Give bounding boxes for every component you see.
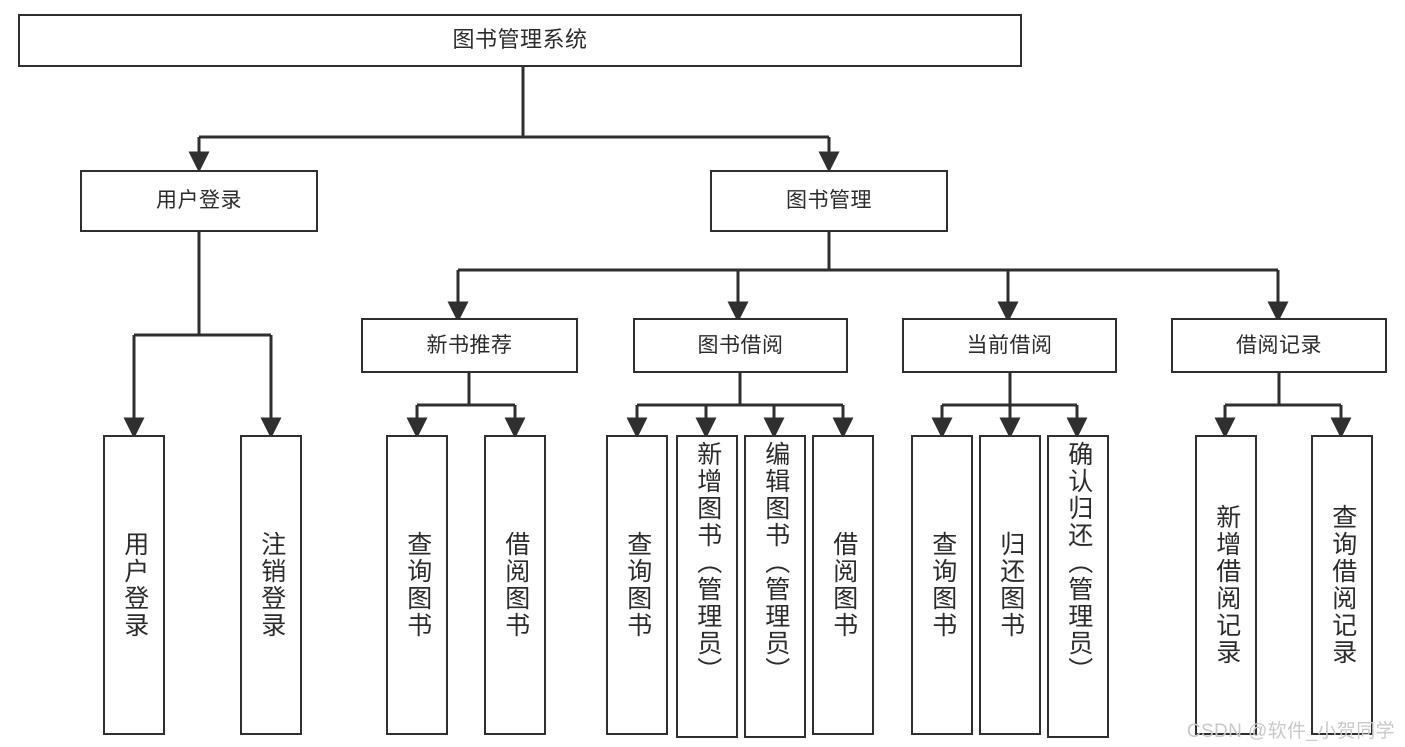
leaf-new-book-query[interactable]: 查询图书: [386, 435, 448, 735]
node-user-login[interactable]: 用户登录: [80, 170, 318, 232]
leaf-new-book-query-label: 查询图书: [403, 531, 432, 639]
leaf-new-book-borrow[interactable]: 借阅图书: [484, 435, 546, 735]
node-book-management[interactable]: 图书管理: [710, 170, 948, 232]
leaf-records-add-label: 新增借阅记录: [1212, 504, 1241, 666]
watermark: CSDN @软件_小贺同学: [1186, 721, 1395, 742]
leaf-borrow-edit-book-label: 编辑图书（管理员）: [761, 441, 790, 684]
node-book-borrow[interactable]: 图书借阅: [633, 318, 848, 373]
node-current-borrow-label: 当前借阅: [966, 333, 1053, 357]
node-user-login-label: 用户登录: [156, 189, 242, 213]
node-root[interactable]: 图书管理系统: [18, 14, 1022, 67]
leaf-borrow-query-book-label: 查询图书: [623, 531, 652, 639]
leaf-borrow-add-book[interactable]: 新增图书（管理员）: [676, 435, 738, 738]
node-new-book-recommend[interactable]: 新书推荐: [361, 318, 578, 373]
leaf-borrow-borrow-book[interactable]: 借阅图书: [812, 435, 874, 735]
leaf-borrow-query-book[interactable]: 查询图书: [606, 435, 668, 735]
node-borrow-records-label: 借阅记录: [1236, 333, 1322, 357]
leaf-borrow-add-book-label: 新增图书（管理员）: [693, 441, 722, 684]
leaf-user-login-signin[interactable]: 用户登录: [103, 435, 165, 735]
leaf-records-add[interactable]: 新增借阅记录: [1195, 435, 1257, 735]
leaf-user-login-signout-label: 注销登录: [257, 531, 286, 639]
node-new-book-recommend-label: 新书推荐: [426, 333, 513, 357]
leaf-records-query-label: 查询借阅记录: [1328, 504, 1357, 666]
leaf-records-query[interactable]: 查询借阅记录: [1311, 435, 1373, 735]
leaf-new-book-borrow-label: 借阅图书: [501, 531, 530, 639]
leaf-current-confirm-return-label: 确认归还（管理员）: [1064, 441, 1093, 684]
leaf-current-return-book[interactable]: 归还图书: [979, 435, 1041, 735]
leaf-current-query-book-label: 查询图书: [928, 531, 957, 639]
node-borrow-records[interactable]: 借阅记录: [1171, 318, 1387, 373]
leaf-borrow-borrow-book-label: 借阅图书: [829, 531, 858, 639]
node-book-management-label: 图书管理: [786, 189, 872, 213]
leaf-current-query-book[interactable]: 查询图书: [911, 435, 973, 735]
leaf-user-login-signin-label: 用户登录: [120, 531, 149, 639]
leaf-current-confirm-return[interactable]: 确认归还（管理员）: [1047, 435, 1109, 738]
leaf-current-return-book-label: 归还图书: [996, 531, 1025, 639]
node-root-label: 图书管理系统: [452, 27, 588, 53]
leaf-user-login-signout[interactable]: 注销登录: [240, 435, 302, 735]
node-current-borrow[interactable]: 当前借阅: [902, 318, 1117, 373]
node-book-borrow-label: 图书借阅: [697, 333, 784, 357]
leaf-borrow-edit-book[interactable]: 编辑图书（管理员）: [744, 435, 806, 738]
